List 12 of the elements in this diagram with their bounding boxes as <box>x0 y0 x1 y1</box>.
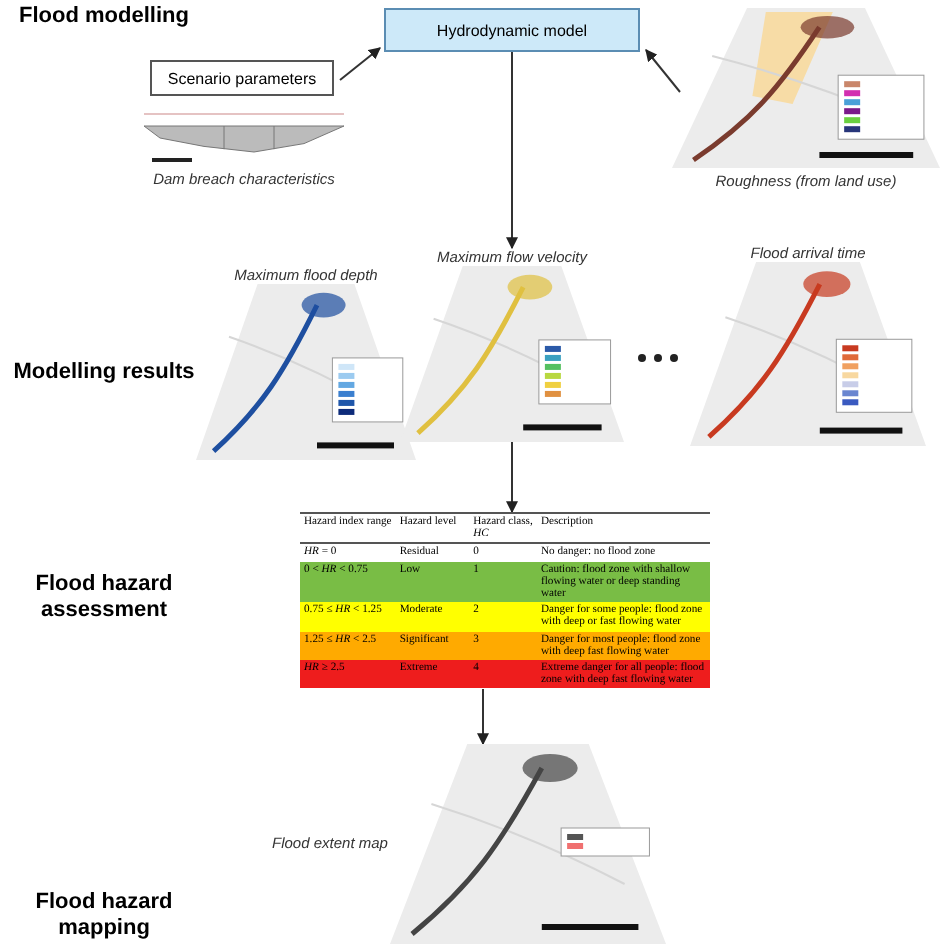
section-heading: Flood hazard assessment <box>33 572 175 624</box>
section-heading: Modelling results <box>11 360 197 386</box>
arrow <box>339 47 381 81</box>
arrow <box>506 51 518 250</box>
hazard-table <box>300 512 710 689</box>
arrow <box>477 687 489 746</box>
model-box: Hydrodynamic model <box>384 8 640 52</box>
process-box: Scenario parameters <box>150 60 334 96</box>
arrow <box>506 441 518 514</box>
arrow <box>645 49 681 93</box>
section-heading: Flood hazard mapping <box>33 890 175 942</box>
section-heading: Flood modelling <box>17 4 191 30</box>
